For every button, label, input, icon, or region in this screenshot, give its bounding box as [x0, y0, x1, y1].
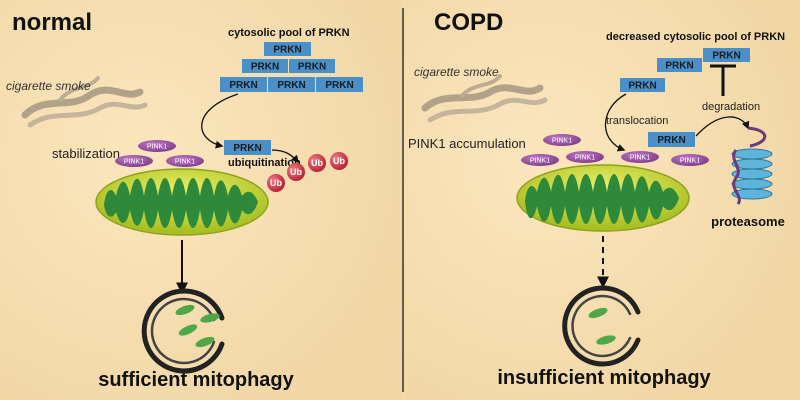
- svg-text:PINK1: PINK1: [530, 158, 550, 165]
- svg-text:PINK1: PINK1: [147, 144, 167, 151]
- svg-text:PINK1: PINK1: [552, 138, 572, 145]
- right-pool-label: decreased cytosolic pool of PRKN: [606, 31, 785, 43]
- right-prkn-pool: PRKN PRKN PRKN: [620, 48, 750, 92]
- right-caption: insufficient mitophagy: [497, 367, 711, 389]
- svg-text:Ub: Ub: [311, 158, 323, 168]
- right-proteasome-label: proteasome: [711, 214, 785, 229]
- svg-text:PRKN: PRKN: [665, 61, 693, 72]
- left-ub-arrow: [271, 149, 300, 164]
- svg-text:Ub: Ub: [333, 156, 345, 166]
- left-caption: sufficient mitophagy: [98, 369, 294, 391]
- svg-text:PRKN: PRKN: [325, 80, 353, 91]
- svg-text:PRKN: PRKN: [273, 45, 301, 56]
- left-prkn-pool: PRKN PRKN PRKN PRKN PRKN PRKN: [220, 42, 363, 92]
- right-translocation-arrow: [604, 93, 627, 152]
- right-prkn-recruited: PRKN: [648, 132, 695, 147]
- right-inhibition-symbol: [710, 64, 736, 96]
- left-pink1-group: PINK1 PINK1 PINK1: [115, 140, 204, 167]
- svg-text:PRKN: PRKN: [233, 143, 261, 154]
- right-accumulation-label: PINK1 accumulation: [408, 136, 526, 151]
- left-smoke-icon: [21, 76, 148, 128]
- svg-text:PINK1: PINK1: [175, 159, 195, 166]
- left-recruit-arrow: [201, 93, 239, 149]
- svg-text:PINK1: PINK1: [630, 155, 650, 162]
- left-smoke-label: cigarette smoke: [6, 79, 91, 93]
- svg-text:Ub: Ub: [270, 178, 282, 188]
- right-smoke-icon: [421, 74, 548, 123]
- right-mitochondrion: [516, 164, 690, 232]
- proteasome-icon: [731, 126, 773, 205]
- svg-text:PINK1: PINK1: [124, 159, 144, 166]
- left-autophagosome: [141, 288, 225, 374]
- svg-text:PINK1: PINK1: [575, 155, 595, 162]
- svg-text:PRKN: PRKN: [712, 51, 740, 62]
- left-prkn-recruited: PRKN: [224, 140, 271, 155]
- svg-text:PRKN: PRKN: [628, 81, 656, 92]
- svg-text:PINK1: PINK1: [680, 158, 700, 165]
- right-degradation-arrow: [695, 116, 750, 137]
- left-pool-label: cytosolic pool of PRKN: [228, 27, 350, 39]
- left-mitochondrion: [95, 168, 269, 236]
- svg-text:PRKN: PRKN: [277, 80, 305, 91]
- right-pink1-group: PINK1 PINK1 PINK1 PINK1 PINK1: [521, 134, 709, 166]
- right-smoke-label: cigarette smoke: [414, 65, 499, 79]
- svg-text:PRKN: PRKN: [657, 135, 685, 146]
- right-degradation-label: degradation: [702, 101, 760, 113]
- svg-text:Ub: Ub: [290, 167, 302, 177]
- left-title: normal: [12, 9, 92, 36]
- left-stabilization-label: stabilization: [52, 146, 120, 161]
- svg-text:PRKN: PRKN: [251, 62, 279, 73]
- svg-text:PRKN: PRKN: [229, 80, 257, 91]
- right-title: COPD: [434, 9, 503, 36]
- left-ub-chain: Ub Ub Ub Ub: [267, 152, 348, 192]
- right-translocation-label: translocation: [606, 115, 668, 127]
- left-ubiquitination-label: ubiquitination: [228, 157, 301, 169]
- svg-text:PRKN: PRKN: [298, 62, 326, 73]
- right-autophagosome: [562, 285, 641, 367]
